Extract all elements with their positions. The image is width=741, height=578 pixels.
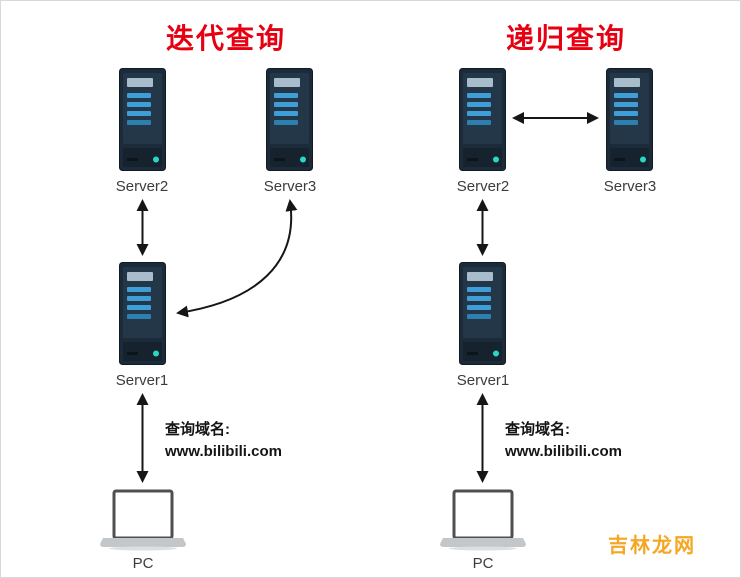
arrow-left-server3-server1-curved xyxy=(176,199,298,318)
watermark-text: 吉林龙网 xyxy=(608,535,696,557)
query-domain-left: www.bilibili.com xyxy=(165,443,282,460)
server3-icon-right xyxy=(606,68,653,171)
query-annotation-left: 查询域名: www.bilibili.com xyxy=(165,419,282,463)
pc-label-left: PC xyxy=(132,555,154,572)
server3-icon-left xyxy=(266,68,313,171)
server2-icon-right xyxy=(459,68,506,171)
pc-icon-right xyxy=(440,489,526,551)
server2-label-right: Server2 xyxy=(456,178,510,195)
server2-icon-left xyxy=(119,68,166,171)
server1-label-right: Server1 xyxy=(456,372,510,389)
pc-icon-left xyxy=(100,489,186,551)
left-diagram-title: 迭代查询 xyxy=(165,23,286,54)
query-domain-right: www.bilibili.com xyxy=(505,443,622,460)
server3-label-left: Server3 xyxy=(263,178,317,195)
right-diagram-title: 递归查询 xyxy=(505,23,626,54)
server2-label-left: Server2 xyxy=(115,178,169,195)
server3-label-right: Server3 xyxy=(603,178,657,195)
query-label-right: 查询域名: xyxy=(505,421,570,438)
pc-label-right: PC xyxy=(472,555,494,572)
server1-icon-right xyxy=(459,262,506,365)
server1-label-left: Server1 xyxy=(115,372,169,389)
query-label-left: 查询域名: xyxy=(165,421,230,438)
query-annotation-right: 查询域名: www.bilibili.com xyxy=(505,419,622,463)
server1-icon-left xyxy=(119,262,166,365)
